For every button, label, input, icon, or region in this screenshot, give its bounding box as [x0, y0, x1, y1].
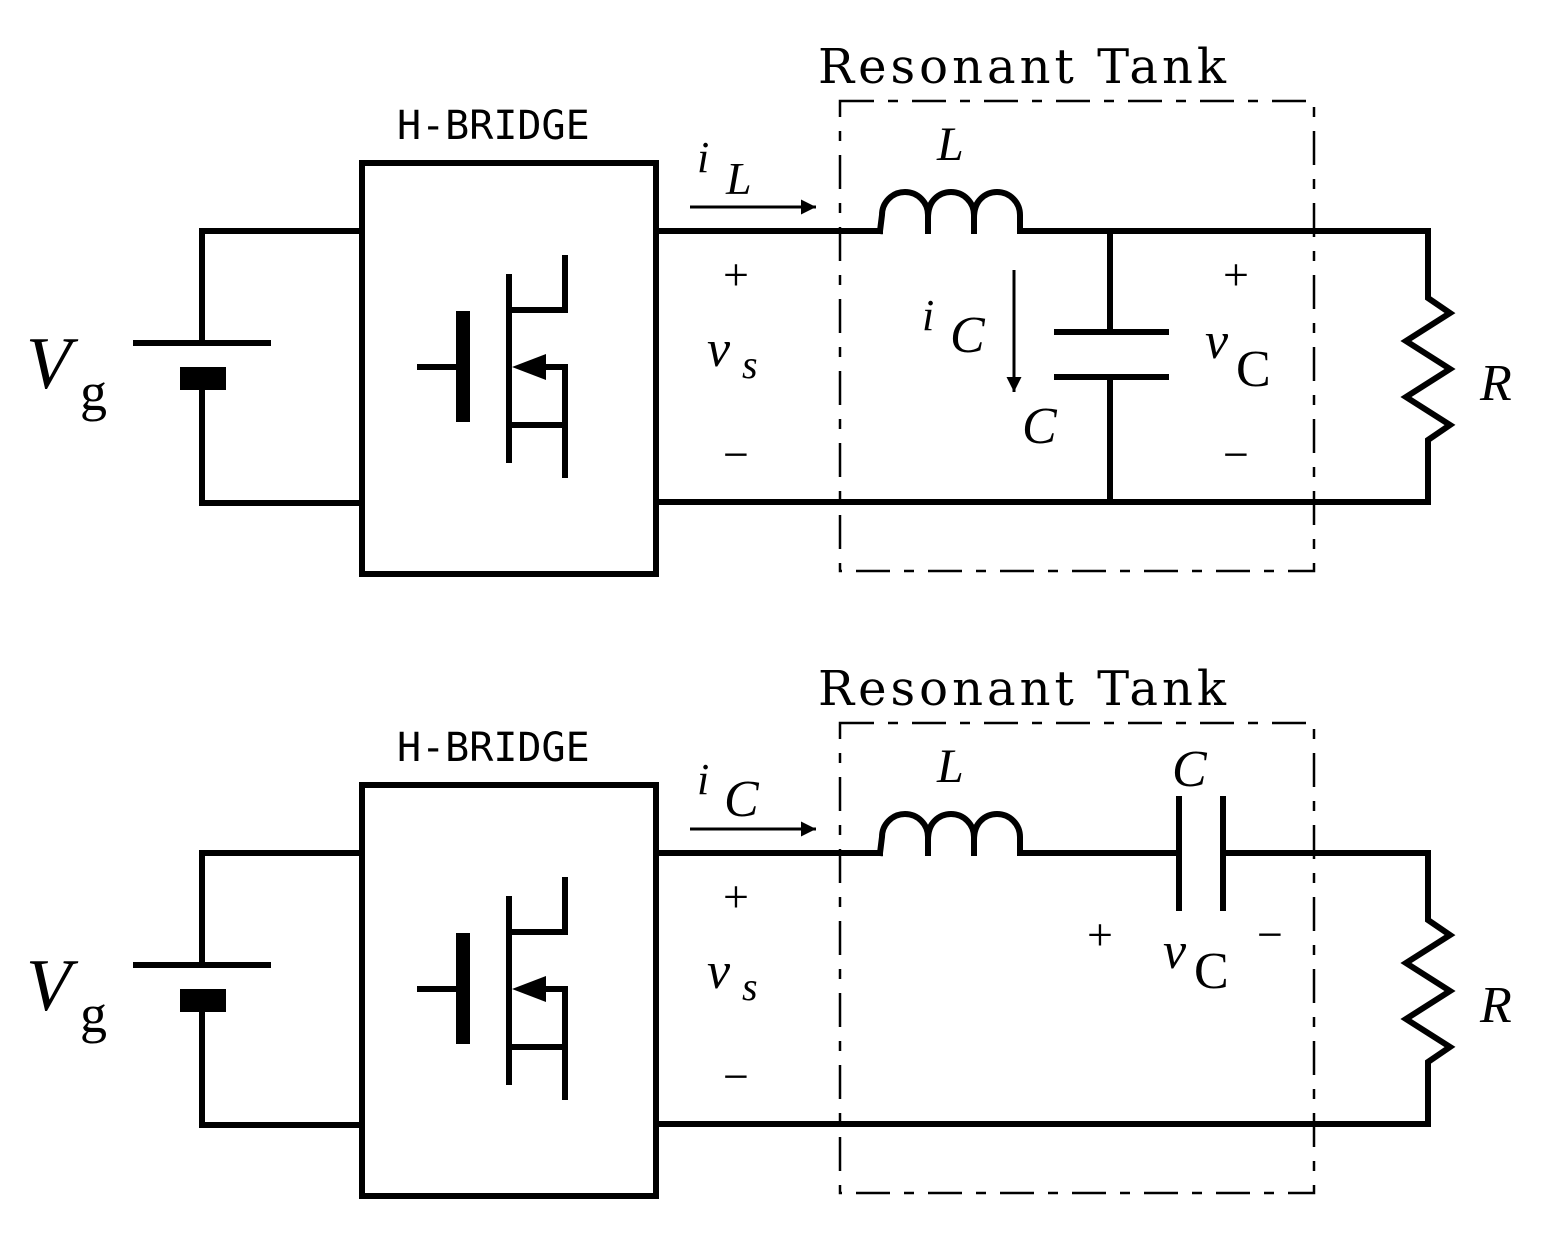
h-bridge-label: H-BRIDGE — [397, 103, 590, 149]
h-bridge-block — [359, 160, 659, 577]
battery-negative-plate — [180, 989, 226, 1012]
source-label-subscript: g — [80, 362, 107, 422]
resonant-tank-label: Resonant Tank — [818, 661, 1230, 717]
vs-label-subscript: s — [742, 964, 758, 1009]
vc-label: v — [1163, 923, 1187, 980]
source-label: V — [26, 945, 79, 1027]
series-resonant-circuit: V g H-BRIDGE i C + v s − Resonant Tank — [26, 661, 1512, 1199]
resonant-tank-label: Resonant Tank — [818, 39, 1230, 95]
vs-minus-sign: − — [723, 429, 749, 480]
mosfet-icon — [417, 255, 568, 478]
h-bridge-label: H-BRIDGE — [397, 725, 590, 771]
vc-label-subscript: C — [1194, 943, 1229, 1000]
cap-current-subscript: C — [950, 307, 986, 364]
vc-minus-sign: − — [1257, 909, 1283, 960]
current-label: i — [697, 755, 709, 804]
capacitor-label: C — [1172, 741, 1208, 798]
mosfet-icon — [417, 877, 568, 1100]
capacitor-label: C — [1022, 398, 1058, 455]
vs-label: v — [707, 321, 731, 378]
resistor-label: R — [1479, 977, 1512, 1034]
vs-plus-sign: + — [723, 249, 749, 300]
resonant-tank-boundary — [838, 99, 1316, 573]
current-label-il: i — [697, 133, 709, 182]
vs-plus-sign: + — [723, 871, 749, 922]
parallel-resonant-circuit: V g H-BRIDGE i L + v s − — [26, 39, 1512, 577]
vs-label: v — [707, 943, 731, 1000]
source-label: V — [26, 323, 79, 405]
vs-label-subscript: s — [742, 342, 758, 387]
vc-plus-sign: + — [1223, 249, 1249, 300]
capacitor-series — [1017, 796, 1431, 911]
inductor — [876, 189, 1023, 235]
vc-label-subscript: C — [1236, 341, 1271, 398]
dc-source-battery — [133, 850, 363, 1128]
resonant-tank-boundary — [838, 721, 1316, 1195]
vc-minus-sign: − — [1223, 429, 1249, 480]
current-label-subscript: C — [724, 771, 760, 828]
h-bridge-block — [359, 782, 659, 1199]
dc-source-battery — [133, 228, 363, 506]
resistor — [1400, 228, 1456, 505]
battery-negative-plate — [180, 367, 226, 390]
inductor-label: L — [936, 118, 964, 171]
source-label-subscript: g — [80, 984, 107, 1044]
vc-plus-sign: + — [1087, 909, 1113, 960]
resistor — [1400, 850, 1456, 1127]
vs-minus-sign: − — [723, 1051, 749, 1102]
inductor — [876, 811, 1023, 857]
inductor-label: L — [936, 740, 964, 793]
resistor-label: R — [1479, 355, 1512, 412]
capacitor-shunt — [1054, 228, 1169, 505]
cap-current-label: i — [922, 291, 934, 340]
vc-label: v — [1205, 313, 1229, 370]
current-label-il-subscript: L — [725, 153, 752, 204]
